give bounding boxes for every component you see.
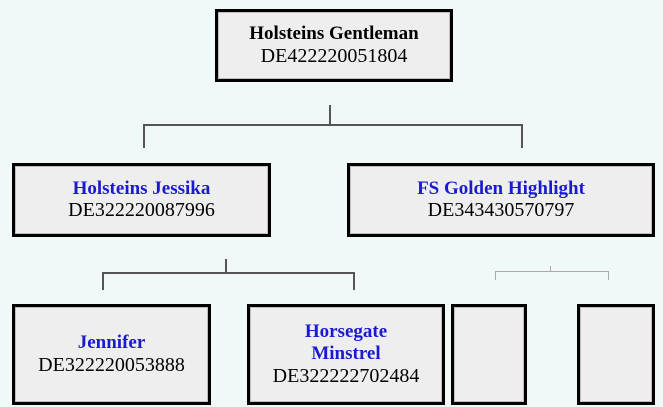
registration-number: DE422220051804 [260,44,408,67]
pedigree-node-root: Holsteins Gentleman DE422220051804 [215,9,453,82]
connector-drop-left [495,271,496,280]
connector-stem [550,266,551,272]
connector-drop-right [521,124,523,148]
connector-bar [102,272,355,274]
connector-drop-right [608,271,609,280]
pedigree-node-horsegate-minstrel[interactable]: Horsegate Minstrel DE322222702484 [247,304,445,405]
registration-number: DE322220087996 [68,199,215,222]
connector-stem [225,259,227,274]
connector-drop-left [102,272,104,290]
registration-number: DE322220053888 [38,353,185,376]
connector-stem [329,105,331,126]
horse-name-link[interactable]: Horsegate Minstrel [304,321,388,364]
pedigree-node-empty [451,304,527,405]
registration-number: DE322222702484 [272,364,420,387]
connector-drop-left [143,124,145,148]
horse-name-link[interactable]: FS Golden Highlight [417,177,585,199]
pedigree-node-fs-golden-highlight[interactable]: FS Golden Highlight DE343430570797 [347,163,655,237]
horse-name-link[interactable]: Holsteins Jessika [72,177,211,199]
connector-drop-right [353,272,355,290]
pedigree-node-holsteins-jessika[interactable]: Holsteins Jessika DE322220087996 [12,163,271,237]
registration-number: DE343430570797 [427,199,575,222]
horse-name-link[interactable]: Jennifer [77,332,146,354]
horse-name: Holsteins Gentleman [249,23,419,45]
pedigree-node-jennifer[interactable]: Jennifer DE322220053888 [12,304,211,405]
connector-bar [495,271,609,272]
connector-bar [143,124,523,126]
pedigree-node-empty [577,304,655,405]
